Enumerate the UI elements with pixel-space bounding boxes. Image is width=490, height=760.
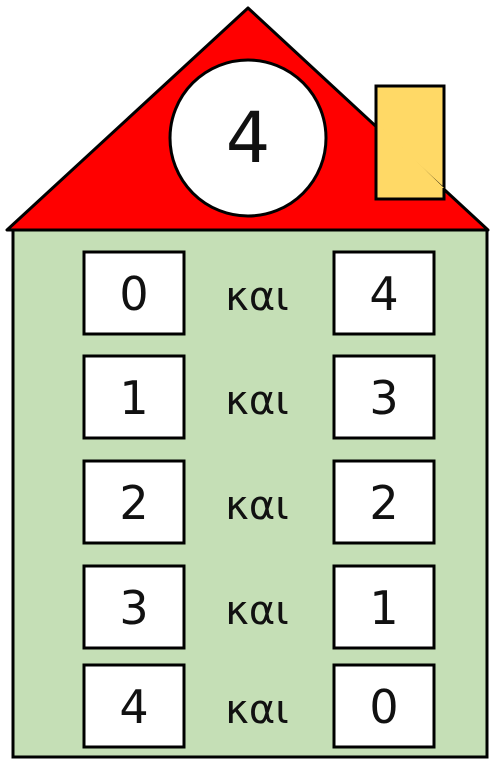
and-word: και: [225, 378, 288, 424]
right-number: 3: [369, 371, 398, 425]
and-word: και: [225, 588, 288, 634]
and-word: και: [225, 274, 288, 320]
right-number: 1: [369, 581, 398, 635]
and-word: και: [225, 687, 288, 733]
left-number: 3: [119, 581, 148, 635]
right-number: 2: [369, 476, 398, 530]
left-number: 4: [119, 680, 148, 734]
house-number: 4: [226, 97, 271, 179]
right-number: 0: [369, 680, 398, 734]
left-number: 1: [119, 371, 148, 425]
and-word: και: [225, 483, 288, 529]
left-number: 0: [119, 267, 148, 321]
left-number: 2: [119, 476, 148, 530]
right-number: 4: [369, 267, 398, 321]
